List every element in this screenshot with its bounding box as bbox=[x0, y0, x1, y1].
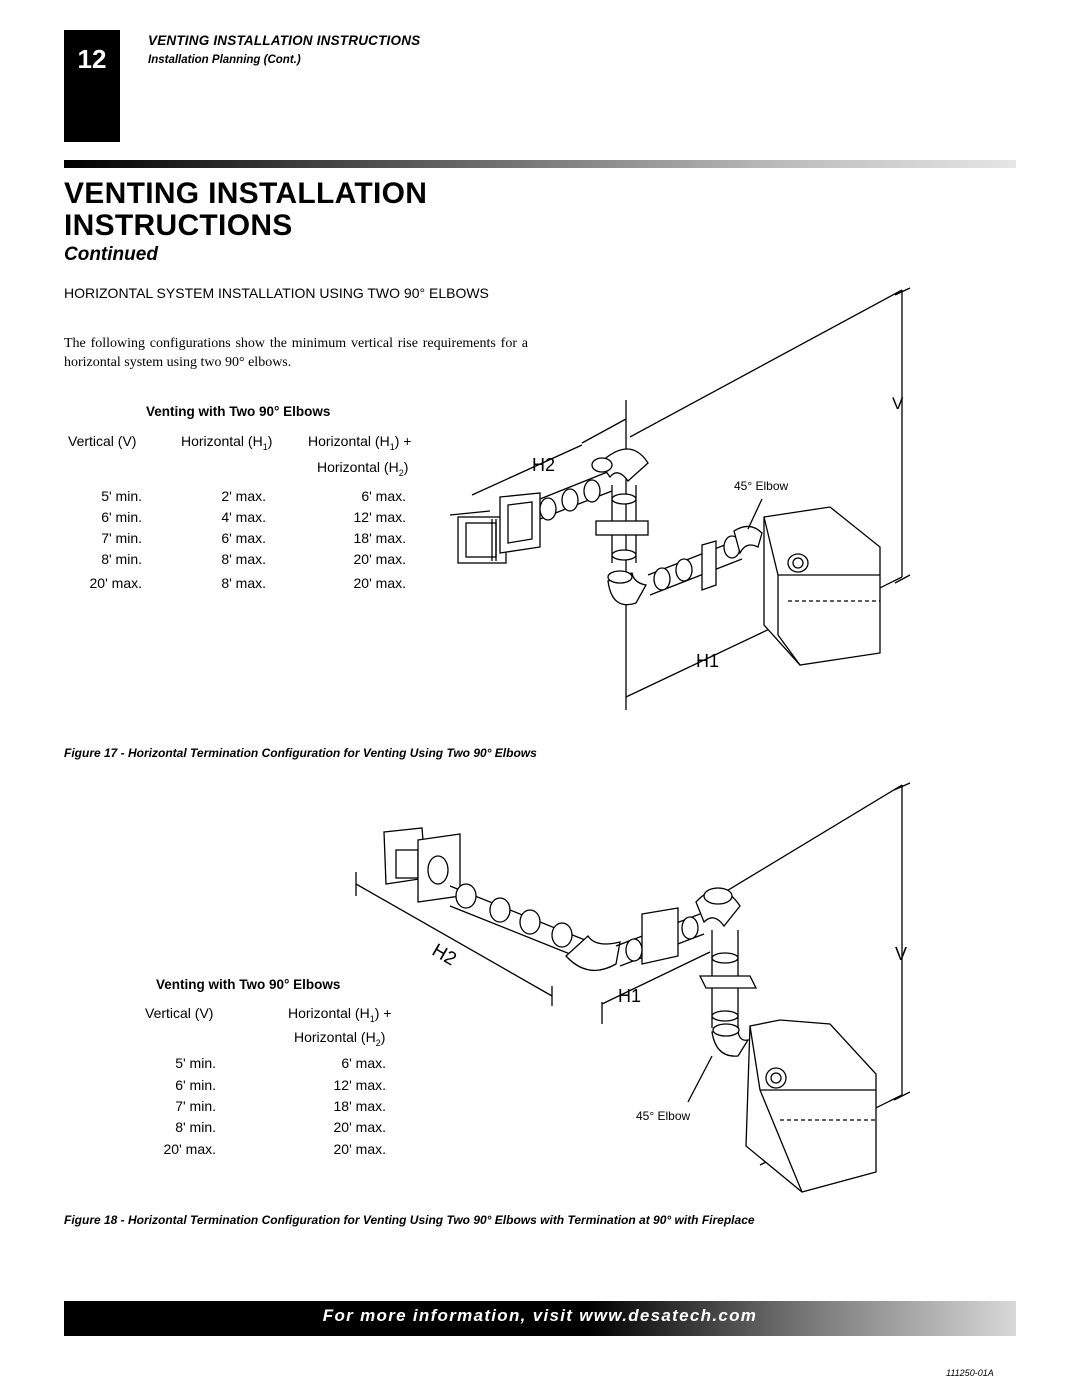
page-number: 12 bbox=[77, 44, 107, 74]
section-heading: HORIZONTAL SYSTEM INSTALLATION USING TWO… bbox=[64, 285, 489, 301]
fig17-v-label: V bbox=[892, 394, 904, 413]
page-title-line1: VENTING INSTALLATION bbox=[64, 177, 428, 210]
table2-header-line2: Horizontal (H2) bbox=[294, 1029, 386, 1048]
section-body: The following configurations show the mi… bbox=[64, 336, 528, 370]
fig18-elbow-label: 45° Elbow bbox=[636, 1109, 690, 1123]
table1-r3-v: 7' min. bbox=[101, 530, 142, 546]
table1-r1-h1: 2' max. bbox=[221, 488, 266, 504]
fig18-v-label: V bbox=[895, 944, 907, 964]
table2-r2-h: 12' max. bbox=[333, 1077, 386, 1093]
table2-r4-h: 20' max. bbox=[333, 1119, 386, 1135]
figure17-caption: Figure 17 - Horizontal Termination Confi… bbox=[64, 746, 537, 760]
fig17-h2-label: H2 bbox=[532, 455, 555, 475]
figure18-diagram: V H2 H1 45° Elbow bbox=[355, 782, 911, 1193]
table1-r1-h1h2: 6' max. bbox=[361, 488, 406, 504]
table2-header-vertical: Vertical (V) bbox=[145, 1005, 214, 1021]
table2-r2-v: 6' min. bbox=[175, 1077, 216, 1093]
table1-r2-h1h2: 12' max. bbox=[353, 509, 406, 525]
table2-header-line1: Horizontal (H1) + bbox=[288, 1005, 392, 1024]
table1-r5-h1h2: 20' max. bbox=[353, 575, 406, 591]
table2-r5-v: 20' max. bbox=[163, 1141, 216, 1157]
table1-r3-h1: 6' max. bbox=[221, 530, 266, 546]
table2-r1-v: 5' min. bbox=[175, 1055, 216, 1071]
table2-r3-h: 18' max. bbox=[333, 1098, 386, 1114]
table2-r1-h: 6' max. bbox=[341, 1055, 386, 1071]
page-title-line2: INSTRUCTIONS bbox=[64, 209, 293, 242]
table2-title: Venting with Two 90° Elbows bbox=[156, 977, 341, 992]
table1-r3-h1h2: 18' max. bbox=[353, 530, 406, 546]
table2-r4-v: 8' min. bbox=[175, 1119, 216, 1135]
table1-r2-h1: 4' max. bbox=[221, 509, 266, 525]
header-rule bbox=[64, 160, 1016, 168]
table1-r4-v: 8' min. bbox=[101, 551, 142, 567]
running-title: VENTING INSTALLATION INSTRUCTIONS bbox=[148, 33, 421, 48]
footer-link[interactable]: For more information, visit www.desatech… bbox=[322, 1306, 758, 1325]
table1-r1-v: 5' min. bbox=[101, 488, 142, 504]
table1-r4-h1: 8' max. bbox=[221, 551, 266, 567]
table2-r3-v: 7' min. bbox=[175, 1098, 216, 1114]
fig18-h1-label: H1 bbox=[618, 986, 641, 1006]
table1-header-h1h2-line2: Horizontal (H2) bbox=[317, 459, 409, 478]
table1-r2-v: 6' min. bbox=[101, 509, 142, 525]
table2-r5-h: 20' max. bbox=[333, 1141, 386, 1157]
footer-banner bbox=[64, 1301, 1016, 1336]
table1-r4-h1h2: 20' max. bbox=[353, 551, 406, 567]
table1-title: Venting with Two 90° Elbows bbox=[146, 404, 331, 419]
continued-label: Continued bbox=[64, 244, 158, 265]
table1-r5-v: 20' max. bbox=[89, 575, 142, 591]
figure17-diagram: V H2 H1 45° Elbow bbox=[449, 287, 911, 710]
table1-header-vertical: Vertical (V) bbox=[68, 433, 137, 449]
table1-header-h1: Horizontal (H1) bbox=[181, 433, 273, 452]
page-number-box bbox=[64, 30, 120, 142]
figure18-caption: Figure 18 - Horizontal Termination Confi… bbox=[64, 1213, 755, 1227]
fig17-elbow-label: 45° Elbow bbox=[734, 479, 788, 493]
fig18-h2-label: H2 bbox=[428, 940, 460, 970]
table1-header-h1h2-line1: Horizontal (H1) + bbox=[308, 433, 412, 452]
table1-r5-h1: 8' max. bbox=[221, 575, 266, 591]
document-code: 111250-01A bbox=[946, 1368, 994, 1378]
page-title: VENTING INSTALLATION INSTRUCTIONS bbox=[64, 178, 584, 242]
running-subtitle: Installation Planning (Cont.) bbox=[148, 54, 301, 66]
fig17-h1-label: H1 bbox=[696, 651, 719, 671]
